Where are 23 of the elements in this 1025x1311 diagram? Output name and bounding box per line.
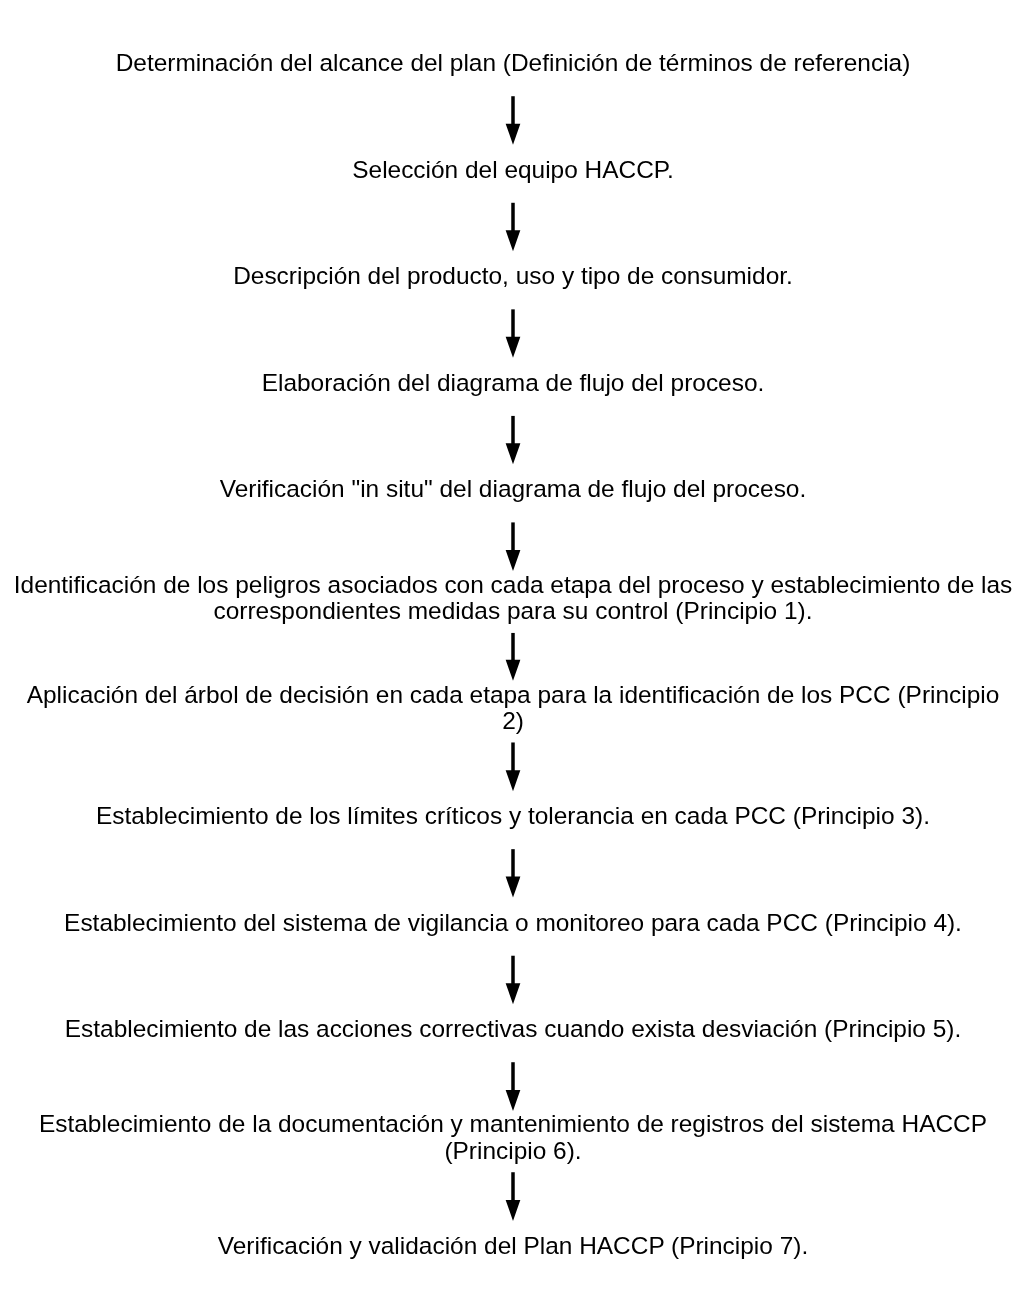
node-text: Descripción del producto, uso y tipo de consumidor. — [232, 261, 793, 289]
arrow — [505, 95, 520, 145]
arrow — [505, 308, 520, 358]
arrow — [505, 521, 520, 571]
node-text: Establecimiento del sistema de vigilancia o monitoreo para cada PCC (Principio 4). — [63, 908, 962, 936]
node-text: Elaboración del diagrama de flujo del proceso. — [261, 368, 764, 396]
node-text: Establecimiento de las acciones correctivas cuando exista desviación (Principio 5). — [64, 1014, 961, 1042]
arrow — [505, 955, 520, 1004]
arrow — [505, 741, 520, 791]
node-text: Establecimiento de los límites críticos y tolerancia en cada PCC (Principio 3). — [95, 801, 930, 829]
node-text: Determinación del alcance del plan (Definición de términos de referencia) — [115, 48, 910, 76]
arrow — [505, 1061, 520, 1111]
arrow — [505, 1171, 520, 1221]
node-text: Identificación de los peligros asociados con cada etapa del proceso y establecimiento de las correspondientes medidas para su control (Principio 1). — [13, 570, 1012, 624]
arrow — [505, 415, 520, 464]
node-text: Verificación "in situ" del diagrama de flujo del proceso. — [219, 474, 806, 502]
arrow — [505, 202, 520, 251]
node-text: Selección del equipo HACCP. — [351, 155, 674, 183]
arrow — [505, 632, 520, 681]
node-text: Aplicación del árbol de decisión en cada etapa para la identificación de los PCC (Principio 2) — [26, 680, 999, 734]
arrow — [505, 848, 520, 898]
node-text: Verificación y validación del Plan HACCP (Principio 7). — [217, 1231, 808, 1259]
node-text: Establecimiento de la documentación y mantenimiento de registros del sistema HACCP (Principio 6). — [38, 1109, 987, 1164]
